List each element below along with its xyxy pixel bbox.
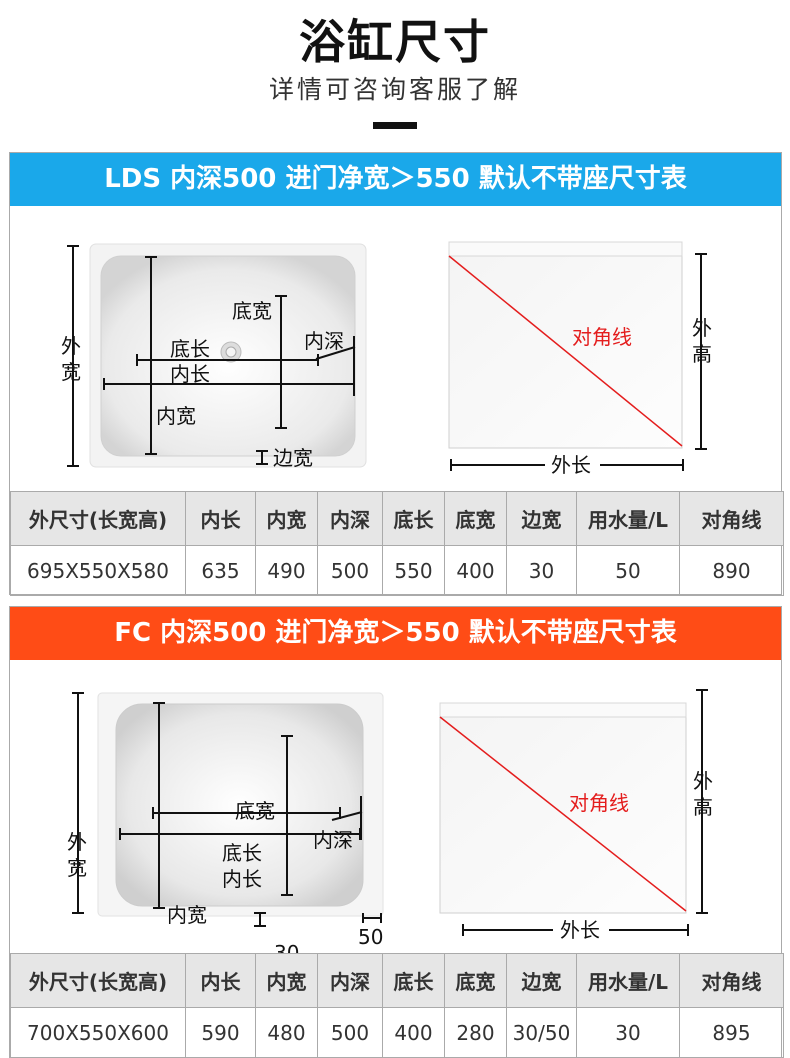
header-cell: 用水量/L (576, 953, 680, 1008)
table-header-row: 外尺寸(长宽高) 内长 内宽 内深 底长 底宽 边宽 用水量/L 对角线 (10, 491, 784, 546)
fc-diagram-svg: 外 宽 底宽 内深 底长 内长 内宽 50 30 对角线 外 (67, 689, 713, 953)
tub-top-view (97, 692, 384, 917)
fc-outer-width-label: 外 宽 (67, 830, 87, 880)
table-row: 700X550X600 590 480 500 400 280 30/50 30… (10, 1007, 784, 1058)
table-cell: 695X550X580 (10, 545, 186, 596)
table-header-row: 外尺寸(长宽高) 内长 内宽 内深 底长 底宽 边宽 用水量/L 对角线 (10, 953, 784, 1008)
fc-side-dimension-lines (462, 689, 708, 936)
diagonal-label: 对角线 (569, 791, 629, 815)
lds-spec-table: 外尺寸(长宽高) 内长 内宽 内深 底长 底宽 边宽 用水量/L 对角线 695… (10, 491, 784, 596)
table-cell: 400 (382, 1007, 445, 1058)
table-cell: 500 (317, 545, 383, 596)
fc-spec-section: FC 内深500 进门净宽＞550 默认不带座尺寸表 (9, 606, 784, 1058)
header-cell: 内宽 (255, 491, 318, 546)
outer-width-char-1: 外 (67, 830, 87, 854)
outer-height-char-2: 高 (692, 342, 712, 366)
table-cell: 590 (185, 1007, 256, 1058)
header-cell: 外尺寸(长宽高) (10, 953, 186, 1008)
table-cell: 50 (576, 545, 680, 596)
outer-length-label: 外长 (560, 918, 600, 942)
header-cell: 内长 (185, 953, 256, 1008)
rim-width-label: 边宽 (273, 446, 313, 470)
table-row: 695X550X580 635 490 500 550 400 30 50 89… (10, 545, 784, 596)
fc-diagram: 外 宽 底宽 内深 底长 内长 内宽 50 30 对角线 外 (10, 660, 781, 953)
bottom-length-label: 底长 (170, 337, 210, 361)
bottom-length-label: 底长 (222, 841, 262, 865)
header-cell: 底宽 (444, 491, 507, 546)
inner-width-label: 内宽 (156, 404, 196, 428)
lds-side-dimension-lines (450, 253, 707, 471)
lds-diagram-svg: 外 宽 底宽 内深 底长 内长 内宽 边宽 对角线 外 高 (61, 241, 712, 477)
table-cell: 635 (185, 545, 256, 596)
table-cell: 550 (382, 545, 445, 596)
diagonal-label: 对角线 (572, 325, 632, 349)
diagonal-line (448, 255, 683, 447)
header-cell: 底宽 (444, 953, 507, 1008)
rim-bottom-label: 30 (274, 941, 299, 953)
outer-width-char-2: 宽 (61, 360, 81, 384)
outer-height-char-1: 外 (693, 769, 713, 793)
table-cell: 280 (444, 1007, 507, 1058)
table-cell: 30 (576, 1007, 680, 1058)
inner-depth-label: 内深 (313, 828, 353, 852)
bottom-width-label: 底宽 (235, 799, 275, 823)
lds-dimension-lines (67, 245, 356, 467)
inner-length-label: 内长 (170, 362, 210, 386)
table-cell: 500 (317, 1007, 383, 1058)
table-cell: 895 (679, 1007, 784, 1058)
inner-depth-label: 内深 (304, 329, 344, 353)
fc-dimension-lines (72, 692, 382, 927)
tub-side-view (448, 241, 683, 449)
table-cell: 890 (679, 545, 784, 596)
header-cell: 底长 (382, 953, 445, 1008)
outer-length-label: 外长 (551, 453, 591, 477)
tub-side-view (439, 702, 687, 914)
outer-height-char-1: 外 (692, 316, 712, 340)
lds-spec-section: LDS 内深500 进门净宽＞550 默认不带座尺寸表 (9, 152, 784, 596)
rim-side-label: 50 (358, 925, 383, 949)
fc-banner: FC 内深500 进门净宽＞550 默认不带座尺寸表 (10, 607, 781, 660)
page-title: 浴缸尺寸 (299, 15, 491, 69)
header-cell: 底长 (382, 491, 445, 546)
header-cell: 外尺寸(长宽高) (10, 491, 186, 546)
header-cell: 边宽 (506, 953, 577, 1008)
table-cell: 700X550X600 (10, 1007, 186, 1058)
header-cell: 对角线 (679, 953, 784, 1008)
lds-outer-height-label: 外 高 (692, 316, 712, 366)
outer-width-char-2: 宽 (67, 856, 87, 880)
header-cell: 内宽 (255, 953, 318, 1008)
table-cell: 30/50 (506, 1007, 577, 1058)
inner-width-label: 内宽 (167, 903, 207, 927)
diagonal-line (439, 716, 687, 912)
lds-outer-width-label: 外 宽 (61, 334, 81, 384)
header-cell: 内深 (317, 953, 383, 1008)
tub-top-view (89, 243, 367, 468)
table-cell: 400 (444, 545, 507, 596)
bottom-width-label: 底宽 (232, 299, 272, 323)
table-cell: 480 (255, 1007, 318, 1058)
lds-diagram: 外 宽 底宽 内深 底长 内长 内宽 边宽 对角线 外 高 (10, 206, 781, 491)
outer-height-char-2: 高 (693, 795, 713, 819)
header-cell: 用水量/L (576, 491, 680, 546)
fc-outer-height-label: 外 高 (693, 769, 713, 819)
outer-width-char-1: 外 (61, 334, 81, 358)
fc-spec-table: 外尺寸(长宽高) 内长 内宽 内深 底长 底宽 边宽 用水量/L 对角线 700… (10, 953, 784, 1058)
inner-length-label: 内长 (222, 867, 262, 891)
header-cell: 对角线 (679, 491, 784, 546)
table-cell: 490 (255, 545, 318, 596)
lds-banner: LDS 内深500 进门净宽＞550 默认不带座尺寸表 (10, 153, 781, 206)
page-subtitle: 详情可咨询客服了解 (268, 75, 521, 104)
header-cell: 边宽 (506, 491, 577, 546)
title-underline (373, 122, 417, 129)
header-cell: 内长 (185, 491, 256, 546)
table-cell: 30 (506, 545, 577, 596)
header-cell: 内深 (317, 491, 383, 546)
